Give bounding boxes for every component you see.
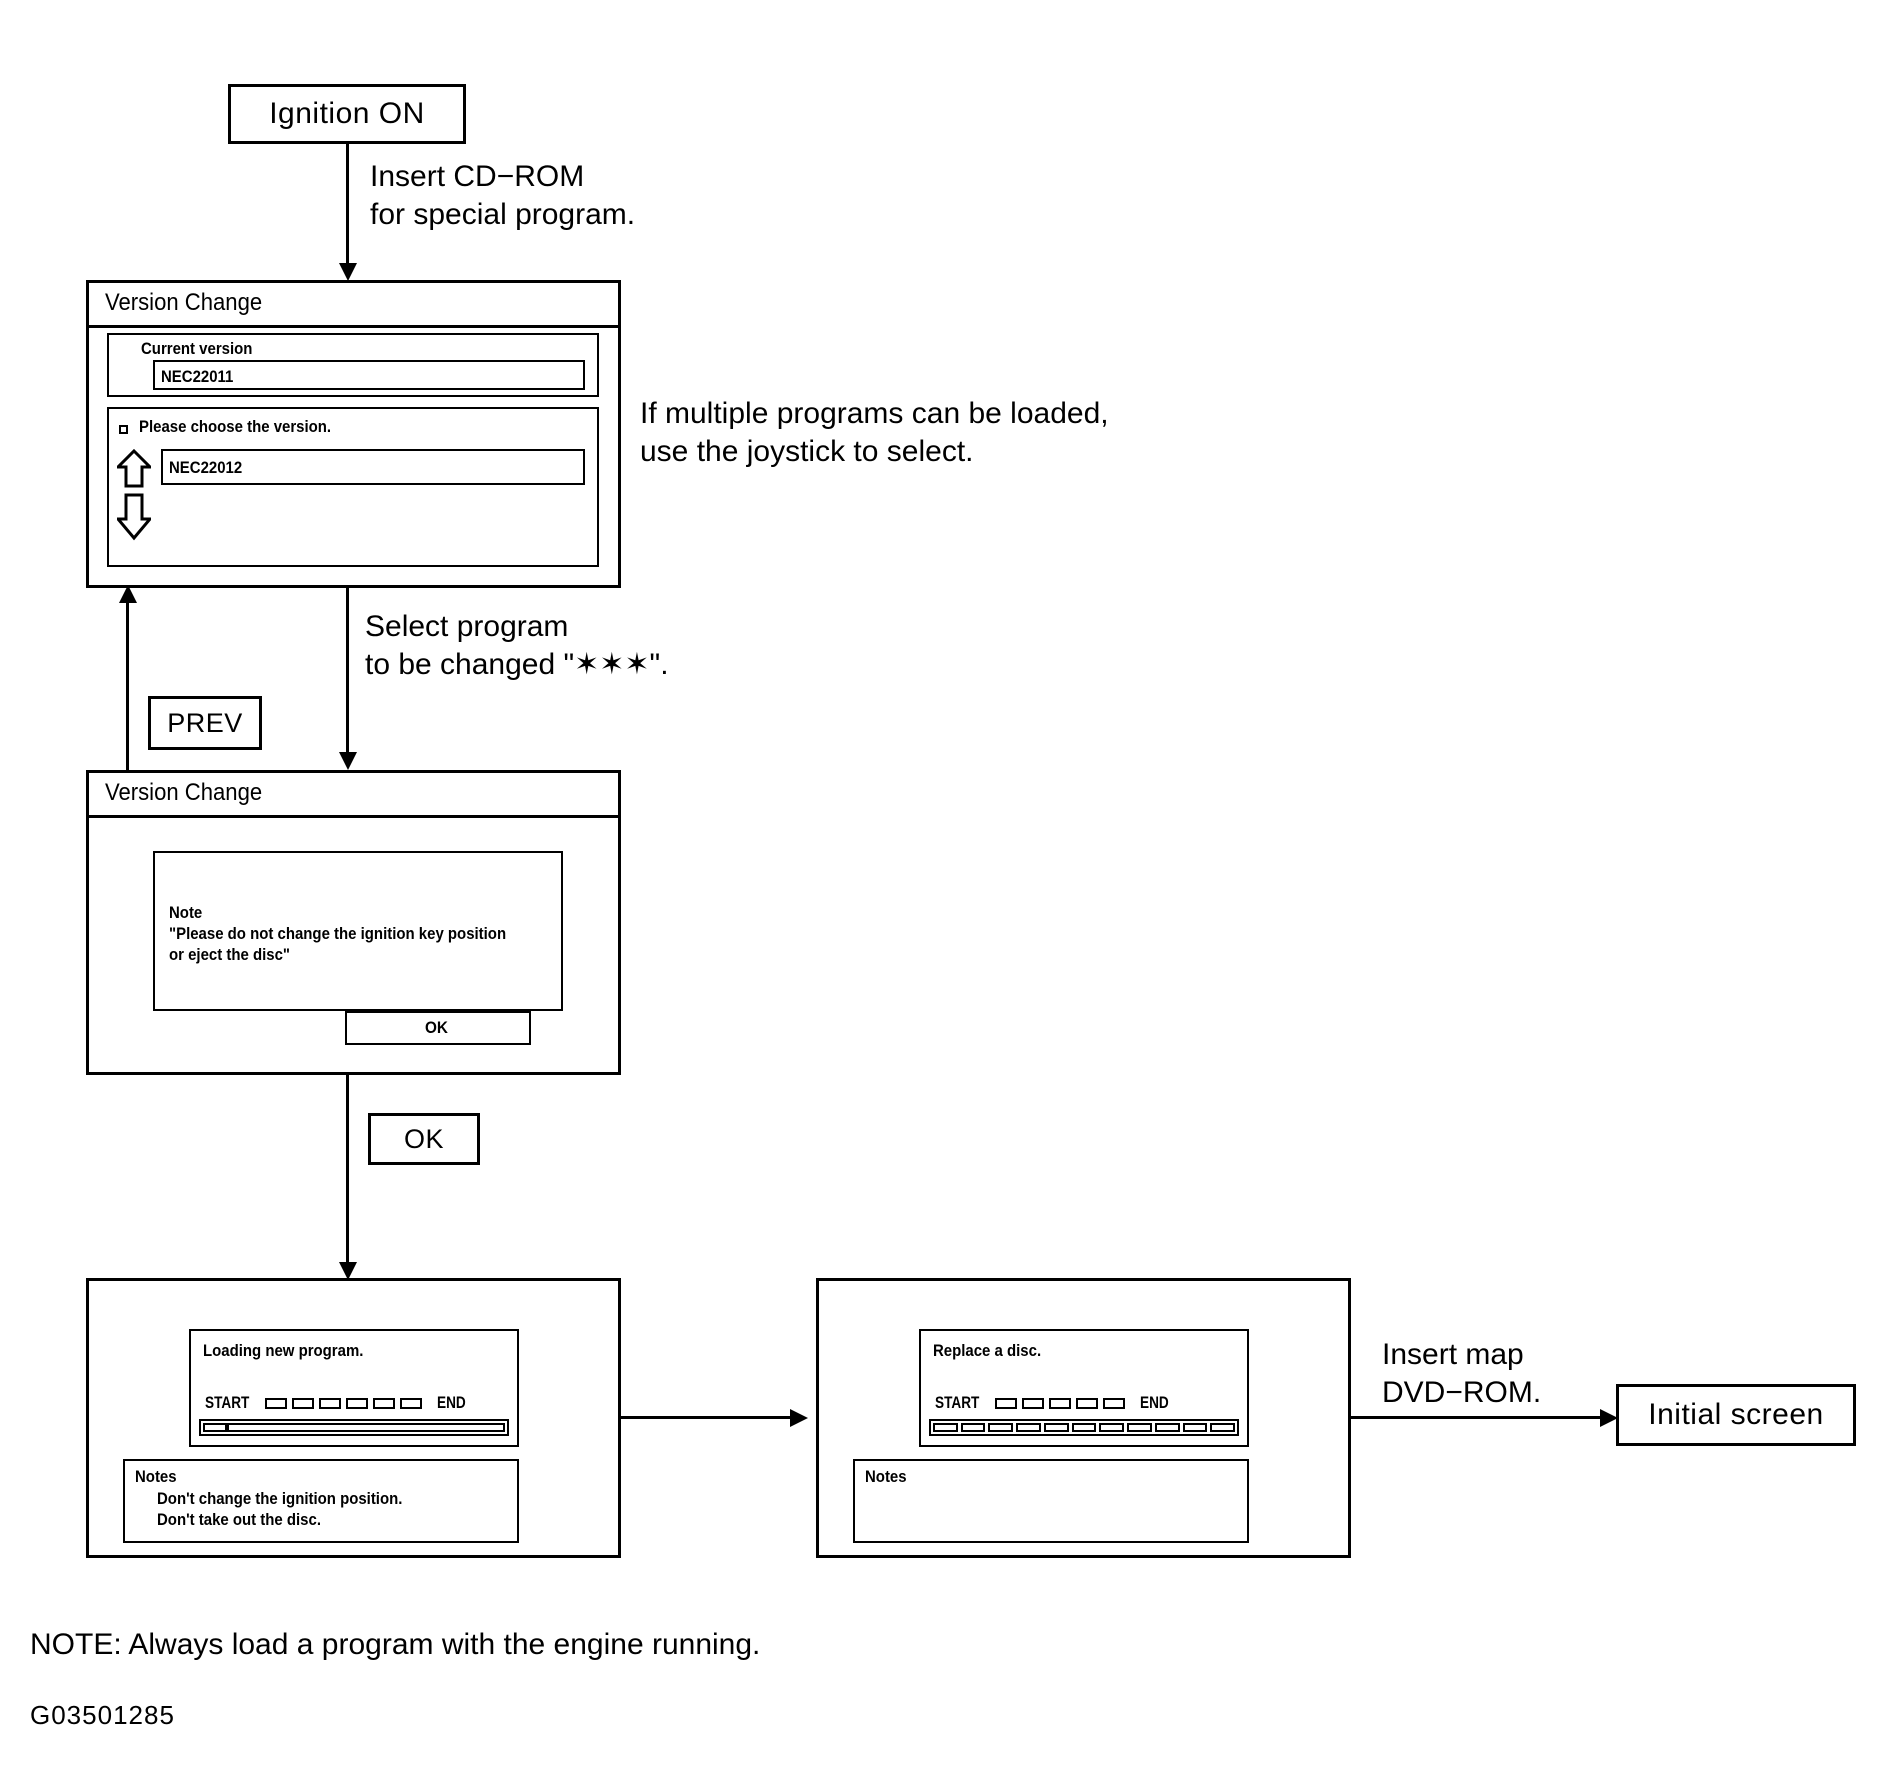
- screen3-notes-body: Don't change the ignition position. Don'…: [157, 1489, 403, 1529]
- screen3-status-panel: Loading new program. START END: [189, 1329, 519, 1447]
- flow-label-insert-map-dvd: Insert map DVD−ROM.: [1382, 1338, 1542, 1410]
- progress-segment: [1076, 1397, 1099, 1409]
- screen2-note-body: "Please do not change the ignition key p…: [169, 924, 507, 964]
- screen1-title: Version Change: [105, 289, 263, 316]
- connector-ok-line: [346, 1075, 349, 1271]
- screen4-progress-start: START: [935, 1393, 980, 1412]
- connector-replace-to-initial-arrow: [1600, 1409, 1618, 1427]
- screen3-progress-bar: [199, 1419, 509, 1436]
- flow-label-multiple-programs: If multiple programs can be loaded, use …: [640, 397, 1109, 469]
- progress-bar-chunk: [1182, 1423, 1208, 1432]
- screen3-progress-segments: START END: [205, 1393, 473, 1414]
- screen2-ok-button[interactable]: OK: [345, 1011, 531, 1045]
- connector-select-program-arrow: [339, 752, 357, 770]
- screen-loading-program: Loading new program. START END Notes Don…: [86, 1278, 621, 1558]
- progress-segment: [346, 1397, 369, 1409]
- progress-segment: [265, 1397, 288, 1409]
- screen3-progress-start: START: [205, 1393, 250, 1412]
- screen2-title: Version Change: [105, 779, 263, 806]
- connector-ignition-to-version-arrow: [339, 263, 357, 281]
- connector-replace-to-initial: [1351, 1416, 1606, 1419]
- progress-bar-remainder: [227, 1423, 505, 1432]
- progress-bar-chunk: [1154, 1423, 1180, 1432]
- connector-loading-to-replace-arrow: [790, 1409, 808, 1427]
- scroll-up-arrow-icon[interactable]: [117, 449, 151, 489]
- screen1-version-option-field[interactable]: NEC22012: [161, 449, 585, 485]
- progress-bar-chunk: [988, 1423, 1014, 1432]
- scroll-down-arrow-icon[interactable]: [117, 493, 151, 541]
- connector-ignition-to-version: [346, 144, 349, 272]
- progress-segment: [319, 1397, 342, 1409]
- node-prev-label: PREV: [167, 707, 243, 738]
- progress-segment: [292, 1397, 315, 1409]
- screen1-current-version-label: Current version: [141, 339, 253, 358]
- screen4-notes-heading: Notes: [865, 1467, 907, 1486]
- progress-bar-chunk: [1016, 1423, 1041, 1432]
- screen-replace-disc: Replace a disc. START END: [816, 1278, 1351, 1558]
- screen4-progress-bar: [929, 1419, 1239, 1436]
- connector-ok-arrow: [339, 1262, 357, 1280]
- progress-bar-chunk: [1127, 1423, 1152, 1432]
- node-ok-button[interactable]: OK: [368, 1113, 480, 1165]
- node-prev-button[interactable]: PREV: [148, 696, 262, 750]
- screen4-status-text: Replace a disc.: [933, 1341, 1042, 1360]
- flow-label-select-program: Select program to be changed "✶✶✶".: [365, 610, 669, 682]
- connector-prev-line: [126, 592, 129, 770]
- progress-segment: [1049, 1397, 1072, 1409]
- figure-id: G03501285: [30, 1700, 175, 1730]
- flow-label-insert-cdrom: Insert CD−ROM for special program.: [370, 160, 636, 232]
- screen1-current-version-value: NEC22011: [161, 367, 234, 386]
- screen1-selected-version: NEC22012: [169, 458, 243, 477]
- node-initial-screen[interactable]: Initial screen: [1616, 1384, 1856, 1446]
- progress-segment: [1022, 1397, 1045, 1409]
- screen3-status-text: Loading new program.: [203, 1341, 364, 1360]
- node-ignition-on[interactable]: Ignition ON: [228, 84, 466, 144]
- screen4-notes-panel: Notes: [853, 1459, 1249, 1543]
- connector-loading-to-replace: [621, 1416, 796, 1419]
- screen1-bullet-icon: [119, 425, 128, 434]
- screen1-choose-prompt: Please choose the version.: [139, 417, 332, 436]
- node-initial-screen-label: Initial screen: [1648, 1398, 1824, 1431]
- progress-bar-chunk: [1099, 1423, 1125, 1432]
- screen1-current-version-field: NEC22011: [153, 360, 585, 390]
- connector-prev-arrow: [119, 585, 137, 603]
- screen4-progress-segments: START END: [935, 1393, 1176, 1414]
- screen3-notes-heading: Notes: [135, 1467, 177, 1486]
- progress-bar-chunk: [960, 1423, 986, 1432]
- screen4-status-panel: Replace a disc. START END: [919, 1329, 1249, 1447]
- progress-bar-chunk: [1210, 1423, 1236, 1432]
- progress-bar-chunk: [203, 1423, 227, 1432]
- screen2-note-panel: Note "Please do not change the ignition …: [153, 851, 563, 1011]
- footer-note: NOTE: Always load a program with the eng…: [30, 1628, 761, 1661]
- node-ok-label: OK: [403, 1123, 444, 1154]
- screen1-title-divider: [89, 325, 618, 328]
- screen4-progress-end: END: [1140, 1393, 1170, 1412]
- node-ignition-on-label: Ignition ON: [269, 97, 425, 130]
- screen3-progress-end: END: [437, 1393, 467, 1412]
- connector-select-program-line: [346, 588, 349, 760]
- screen1-choose-version-group: Please choose the version. NEC22012: [107, 407, 599, 567]
- progress-bar-chunk: [1071, 1423, 1097, 1432]
- screen-version-change-select: Version Change Current version NEC22011 …: [86, 280, 621, 588]
- progress-segment: [1103, 1397, 1126, 1409]
- screen-version-change-note: Version Change Note "Please do not chang…: [86, 770, 621, 1075]
- screen1-current-version-group: Current version NEC22011: [107, 333, 599, 397]
- screen2-ok-label: OK: [425, 1017, 449, 1037]
- progress-bar-chunk: [933, 1423, 958, 1432]
- progress-segment: [373, 1397, 396, 1409]
- progress-bar-chunk: [1043, 1423, 1069, 1432]
- screen3-notes-panel: Notes Don't change the ignition position…: [123, 1459, 519, 1543]
- screen2-title-divider: [89, 815, 618, 818]
- progress-segment: [995, 1397, 1018, 1409]
- progress-segment: [400, 1397, 423, 1409]
- screen2-note-heading: Note: [169, 903, 203, 922]
